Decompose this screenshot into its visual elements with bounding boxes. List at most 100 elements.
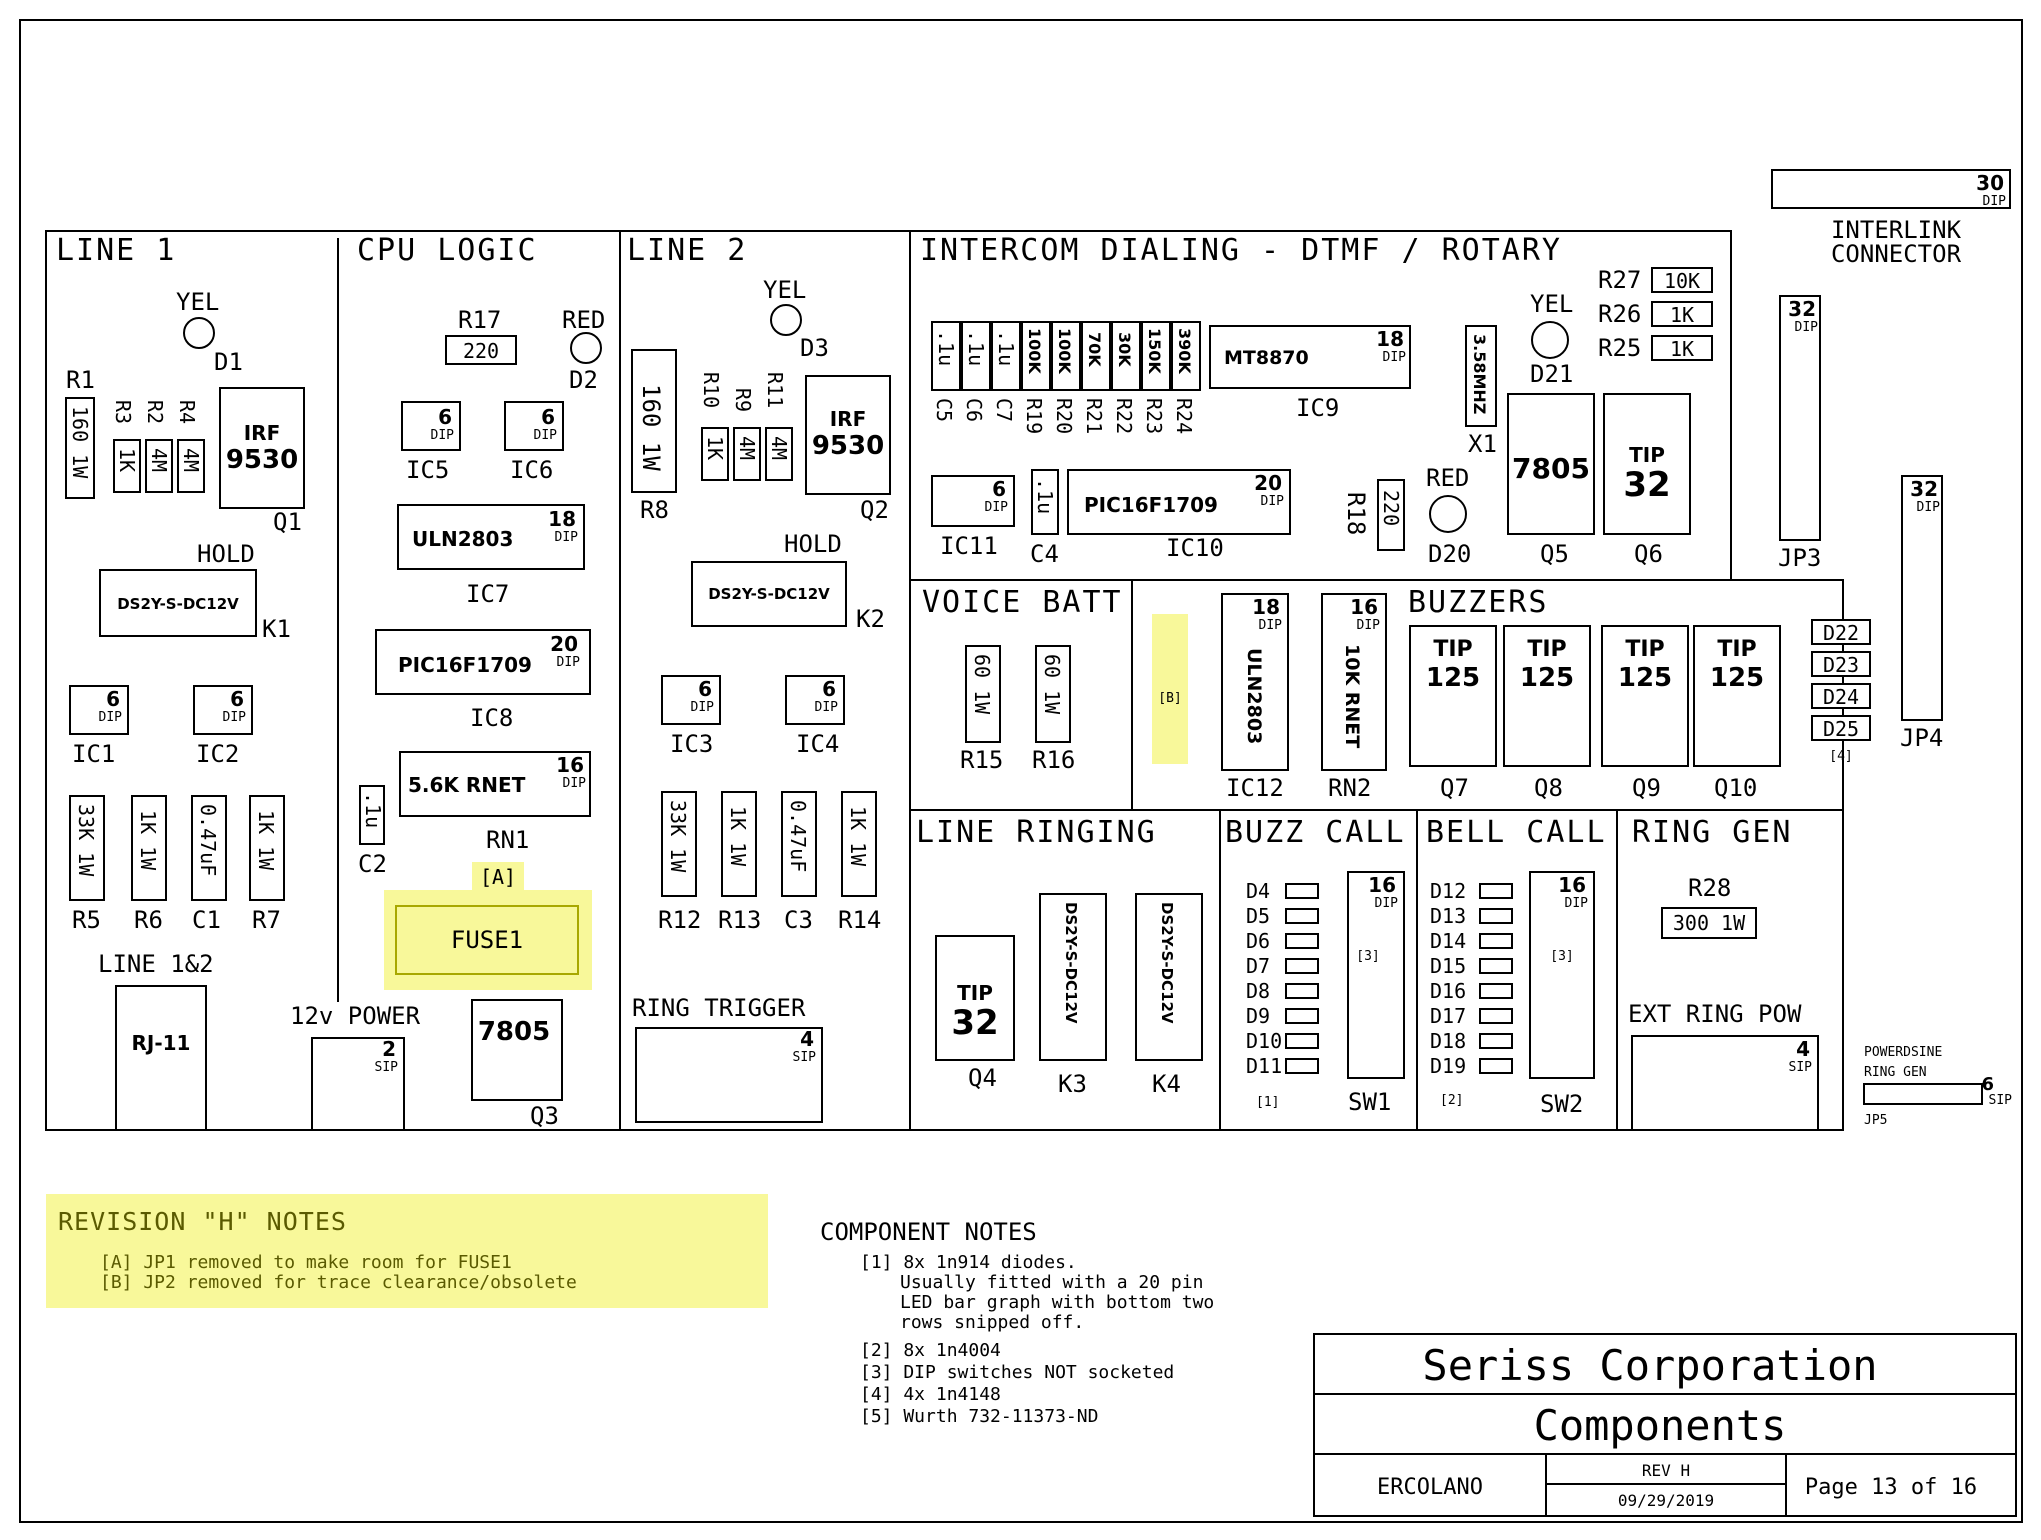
board-outline: [45, 230, 1844, 1131]
r25-label: R25: [1598, 334, 1641, 362]
relay-k2: [691, 561, 847, 627]
ic10-value: PIC16F1709: [1084, 493, 1218, 517]
resistor-r24: [1171, 321, 1201, 391]
jp5-label: JP5: [1864, 1113, 1887, 1128]
rn1-pins: 16: [556, 753, 584, 777]
r5-label: R5: [72, 906, 101, 934]
k1-label: K1: [262, 615, 291, 643]
component-note-1-line1: [1] 8x 1n914 diodes.: [860, 1252, 1077, 1273]
sw2-label: SW2: [1540, 1090, 1583, 1118]
bell-call-diode: [1479, 883, 1513, 899]
q7-value-bottom: 125: [1426, 663, 1480, 693]
line12-label: LINE 1&2: [98, 950, 214, 978]
ic1-pkg: DIP: [99, 710, 123, 725]
r15-value: 60 1W: [970, 654, 994, 715]
bell-call-diode-label: D12: [1430, 879, 1466, 903]
diode-d25: [1811, 715, 1871, 741]
ic2-pins: 6: [230, 687, 244, 711]
buzz-call-diode: [1285, 933, 1319, 949]
jp4-label: JP4: [1900, 724, 1943, 752]
revision-notes-highlight: [46, 1194, 768, 1308]
ic12-pkg: DIP: [1259, 618, 1283, 633]
c7-label: C7: [992, 398, 1016, 422]
rn1-pkg: DIP: [563, 776, 587, 791]
revision-notes: REVISION "H" NOTES [A] JP1 removed to ma…: [46, 1194, 768, 1308]
r19-value: 100K: [1025, 328, 1044, 374]
ic4-pkg: DIP: [815, 700, 839, 715]
powerdsine-components: POWERDSINE RING GEN 6 SIP JP5: [1863, 1045, 2013, 1128]
capacitor-c4: [1031, 469, 1059, 535]
note-b-label: [B]: [1158, 691, 1181, 706]
component-note-2: [2] 8x 1n4004: [860, 1340, 1001, 1361]
q9-label: Q9: [1632, 774, 1661, 802]
r12-value: 33K 1W: [666, 800, 690, 873]
ext-ring-pins: 4: [1796, 1037, 1810, 1061]
revision-label: REV H: [1642, 1461, 1690, 1480]
r4-value: 4M: [179, 448, 203, 472]
k4-label: K4: [1152, 1070, 1181, 1098]
power-pins: 2: [382, 1037, 396, 1061]
r28-label: R28: [1688, 874, 1731, 902]
ring-trigger-label: RING TRIGGER: [632, 994, 806, 1022]
r7-value: 1K 1W: [254, 810, 278, 871]
transistor-q2: [805, 375, 891, 495]
page-number: Page 13 of 16: [1805, 1475, 1977, 1500]
capacitor-c5: [931, 321, 961, 391]
buzz-call-diode-label: D5: [1246, 904, 1270, 928]
resistor-r27: [1651, 267, 1713, 293]
d3-label: D3: [800, 334, 829, 362]
buzz-call-diode: [1285, 1033, 1319, 1049]
r8-value: 160 1W: [637, 384, 665, 471]
resistor-r22: [1111, 321, 1141, 391]
q7-label: Q7: [1440, 774, 1469, 802]
r11-label: R11: [763, 372, 787, 408]
jp4-pkg: DIP: [1917, 500, 1941, 515]
ic-ic2: [193, 685, 253, 735]
led-d1: [183, 317, 215, 349]
rn2-pkg: DIP: [1357, 618, 1381, 633]
q9-value-bottom: 125: [1618, 663, 1672, 693]
ic-ic7: [397, 504, 585, 570]
ic-ic8: [375, 629, 591, 695]
ic6-pins: 6: [541, 405, 555, 429]
r13-label: R13: [718, 906, 761, 934]
capacitor-c7: [991, 321, 1021, 391]
ic7-value: ULN2803: [412, 527, 513, 551]
powerdsine-label-2: RING GEN: [1864, 1065, 1927, 1080]
dip-switch-sw1: [1347, 871, 1405, 1079]
section-cpu-title: CPU LOGIC: [357, 233, 538, 268]
led-d3: [770, 304, 802, 336]
ic2-label: IC2: [196, 740, 239, 768]
jp5-pkg: SIP: [1989, 1093, 2013, 1108]
capacitor-c2: [359, 785, 385, 845]
buzz-call-diode-label: D6: [1246, 929, 1270, 953]
transistor-q4: [935, 935, 1015, 1061]
sw1-pins: 16: [1368, 873, 1396, 897]
fuse-label: FUSE1: [451, 926, 523, 954]
resistor-r14: [841, 791, 877, 897]
jp3-pkg: DIP: [1795, 320, 1819, 335]
relay-k3: [1039, 893, 1107, 1061]
r4-label: R4: [175, 400, 199, 424]
resistor-r11: [765, 427, 793, 481]
ic8-label: IC8: [470, 704, 513, 732]
r26-label: R26: [1598, 300, 1641, 328]
r19-label: R19: [1022, 398, 1046, 434]
r15-label: R15: [960, 746, 1003, 774]
ic3-pkg: DIP: [691, 700, 715, 715]
ic7-pkg: DIP: [555, 530, 579, 545]
resistor-r19: [1021, 321, 1051, 391]
section-voice-batt-title: VOICE BATT: [922, 585, 1123, 620]
d22-d25-note: [4]: [1829, 749, 1852, 764]
buzz-call-note: [1]: [1256, 1095, 1279, 1110]
c1-value: 0.47uF: [196, 804, 220, 876]
r26-value: 1K: [1670, 303, 1694, 327]
resistor-r8: [631, 349, 677, 493]
r28-value: 300 1W: [1673, 911, 1746, 935]
section-line-ringing-title: LINE RINGING: [916, 815, 1157, 850]
r14-label: R14: [838, 906, 881, 934]
bell-call-diode-label: D15: [1430, 954, 1466, 978]
c3-label: C3: [784, 906, 813, 934]
ring-trigger-pkg: SIP: [793, 1050, 817, 1065]
q7-value-top: TIP: [1433, 637, 1472, 662]
